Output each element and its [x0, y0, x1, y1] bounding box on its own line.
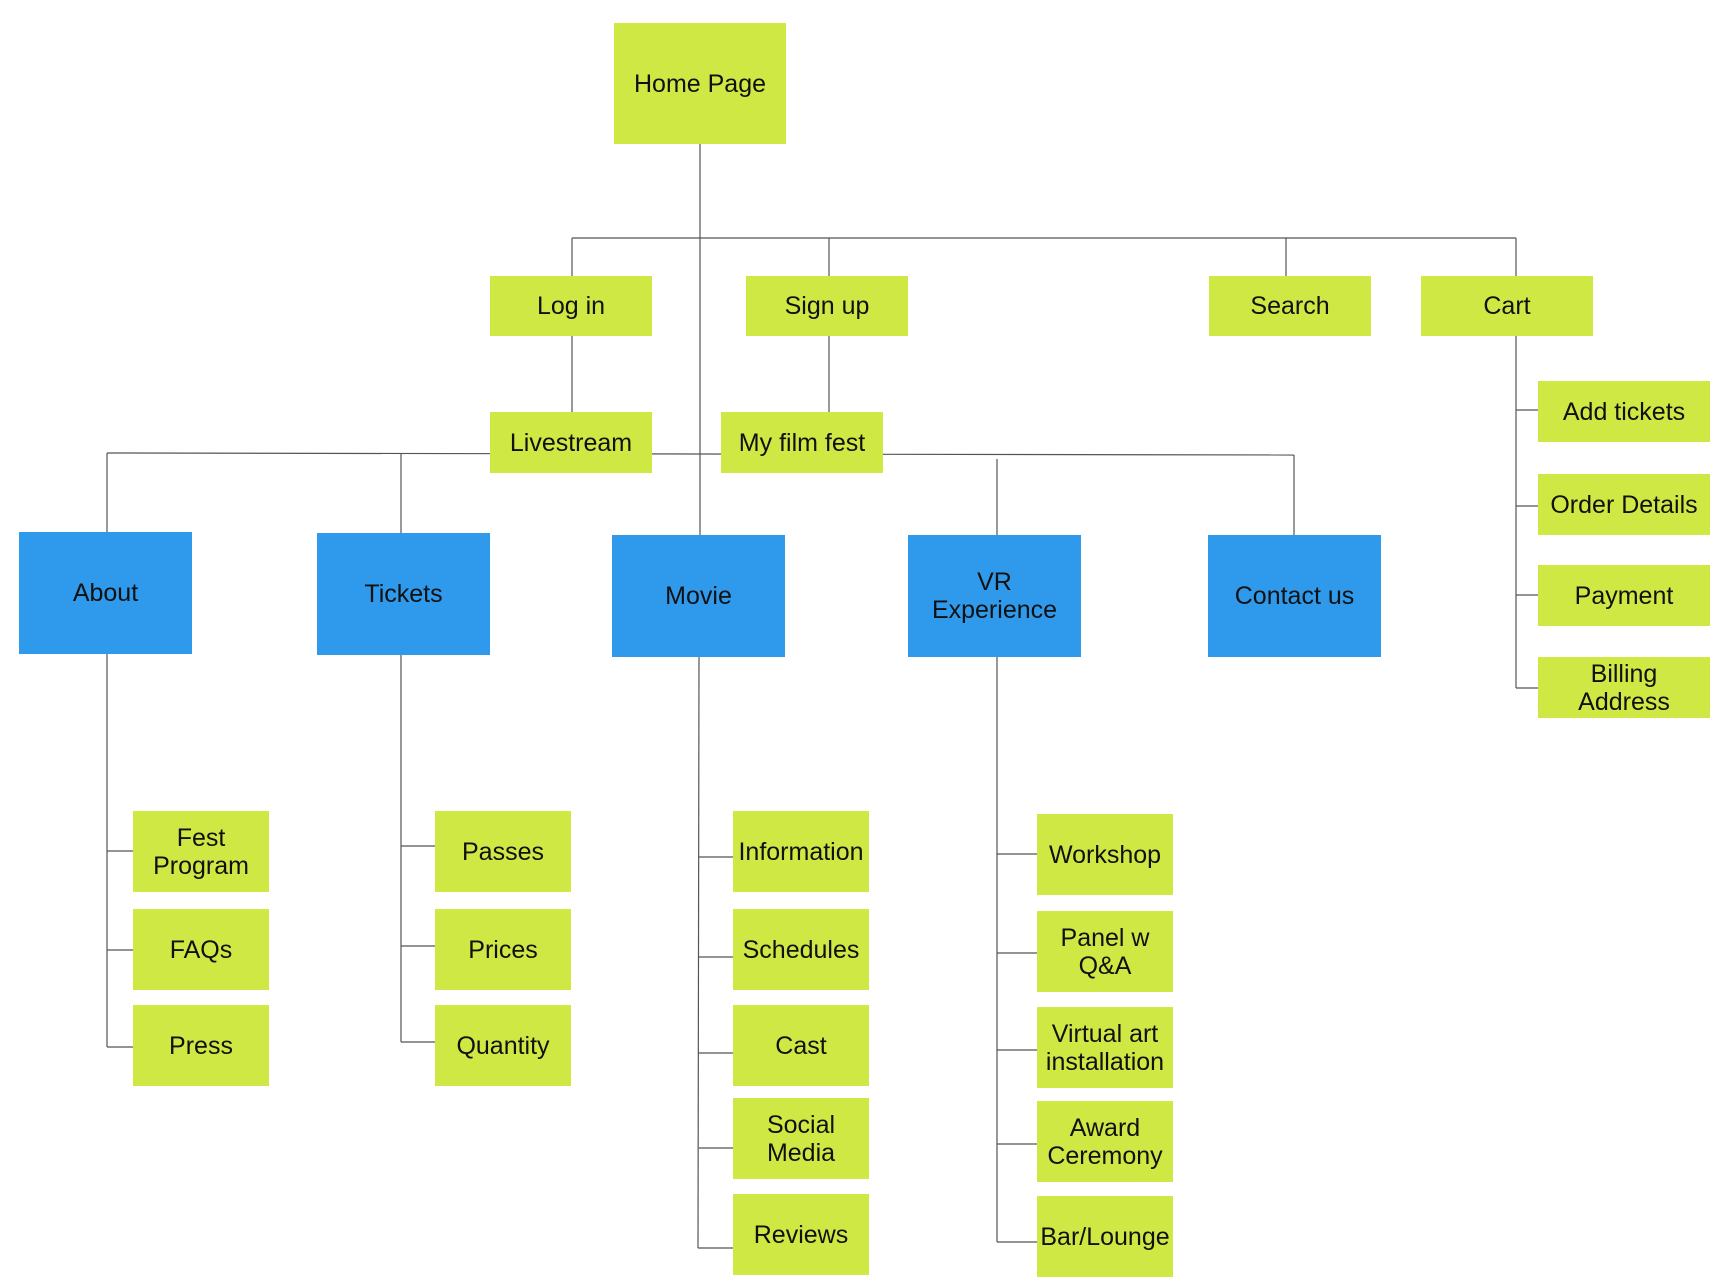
node-fest-program-label: Fest Program	[153, 823, 249, 880]
node-passes-label: Passes	[462, 837, 544, 866]
node-cast[interactable]: Cast	[733, 1005, 869, 1086]
node-panel-qa[interactable]: Panel w Q&A	[1037, 911, 1173, 992]
section-contact-us-label: Contact us	[1234, 582, 1355, 610]
node-cart[interactable]: Cart	[1421, 276, 1593, 336]
node-add-tickets[interactable]: Add tickets	[1538, 381, 1710, 442]
node-order-details-label: Order Details	[1550, 490, 1698, 519]
node-sign-up[interactable]: Sign up	[746, 276, 908, 336]
node-my-film-fest[interactable]: My film fest	[721, 412, 883, 473]
section-vr-experience[interactable]: VR Experience	[908, 535, 1081, 657]
node-faqs[interactable]: FAQs	[133, 909, 269, 990]
section-tickets[interactable]: Tickets	[317, 533, 490, 655]
node-passes[interactable]: Passes	[435, 811, 571, 892]
node-faqs-label: FAQs	[169, 935, 233, 964]
node-home-page[interactable]: Home Page	[614, 23, 786, 144]
node-search[interactable]: Search	[1209, 276, 1371, 336]
node-add-tickets-label: Add tickets	[1562, 397, 1686, 426]
node-award-ceremony-label: Award Ceremony	[1047, 1113, 1163, 1170]
node-livestream-label: Livestream	[509, 428, 633, 457]
node-information[interactable]: Information	[733, 811, 869, 892]
node-schedules[interactable]: Schedules	[733, 909, 869, 990]
node-bar-lounge[interactable]: Bar/Lounge	[1037, 1196, 1173, 1277]
node-reviews[interactable]: Reviews	[733, 1194, 869, 1275]
node-payment-label: Payment	[1574, 581, 1674, 610]
node-log-in-label: Log in	[536, 292, 606, 320]
section-movie[interactable]: Movie	[612, 535, 785, 657]
node-workshop-label: Workshop	[1048, 840, 1162, 869]
node-my-film-fest-label: My film fest	[738, 428, 866, 457]
node-workshop[interactable]: Workshop	[1037, 814, 1173, 895]
node-search-label: Search	[1250, 292, 1330, 320]
node-schedules-label: Schedules	[742, 935, 860, 964]
node-prices-label: Prices	[468, 935, 538, 964]
node-virtual-art-installation-label: Virtual art installation	[1045, 1019, 1165, 1076]
node-payment[interactable]: Payment	[1538, 565, 1710, 626]
node-social-media-label: Social Media	[766, 1110, 836, 1167]
node-prices[interactable]: Prices	[435, 909, 571, 990]
node-cart-label: Cart	[1483, 292, 1531, 320]
node-bar-lounge-label: Bar/Lounge	[1040, 1222, 1170, 1251]
node-sign-up-label: Sign up	[784, 292, 870, 320]
node-cast-label: Cast	[775, 1031, 827, 1060]
node-reviews-label: Reviews	[753, 1220, 849, 1249]
section-movie-label: Movie	[665, 582, 732, 610]
section-about[interactable]: About	[19, 532, 192, 654]
node-award-ceremony[interactable]: Award Ceremony	[1037, 1101, 1173, 1182]
node-order-details[interactable]: Order Details	[1538, 474, 1710, 535]
node-billing-address[interactable]: Billing Address	[1538, 657, 1710, 718]
section-vr-experience-label: VR Experience	[931, 568, 1058, 624]
node-fest-program[interactable]: Fest Program	[133, 811, 269, 892]
node-quantity[interactable]: Quantity	[435, 1005, 571, 1086]
node-billing-address-label: Billing Address	[1578, 659, 1670, 716]
node-press[interactable]: Press	[133, 1005, 269, 1086]
section-about-label: About	[72, 579, 139, 607]
node-log-in[interactable]: Log in	[490, 276, 652, 336]
node-livestream[interactable]: Livestream	[490, 412, 652, 473]
section-contact-us[interactable]: Contact us	[1208, 535, 1381, 657]
section-tickets-label: Tickets	[364, 580, 443, 608]
node-home-page-label: Home Page	[633, 69, 767, 98]
node-quantity-label: Quantity	[456, 1031, 550, 1060]
node-panel-qa-label: Panel w Q&A	[1060, 923, 1150, 980]
node-press-label: Press	[169, 1031, 233, 1060]
node-information-label: Information	[738, 837, 864, 866]
node-virtual-art-installation[interactable]: Virtual art installation	[1037, 1007, 1173, 1088]
node-social-media[interactable]: Social Media	[733, 1098, 869, 1179]
